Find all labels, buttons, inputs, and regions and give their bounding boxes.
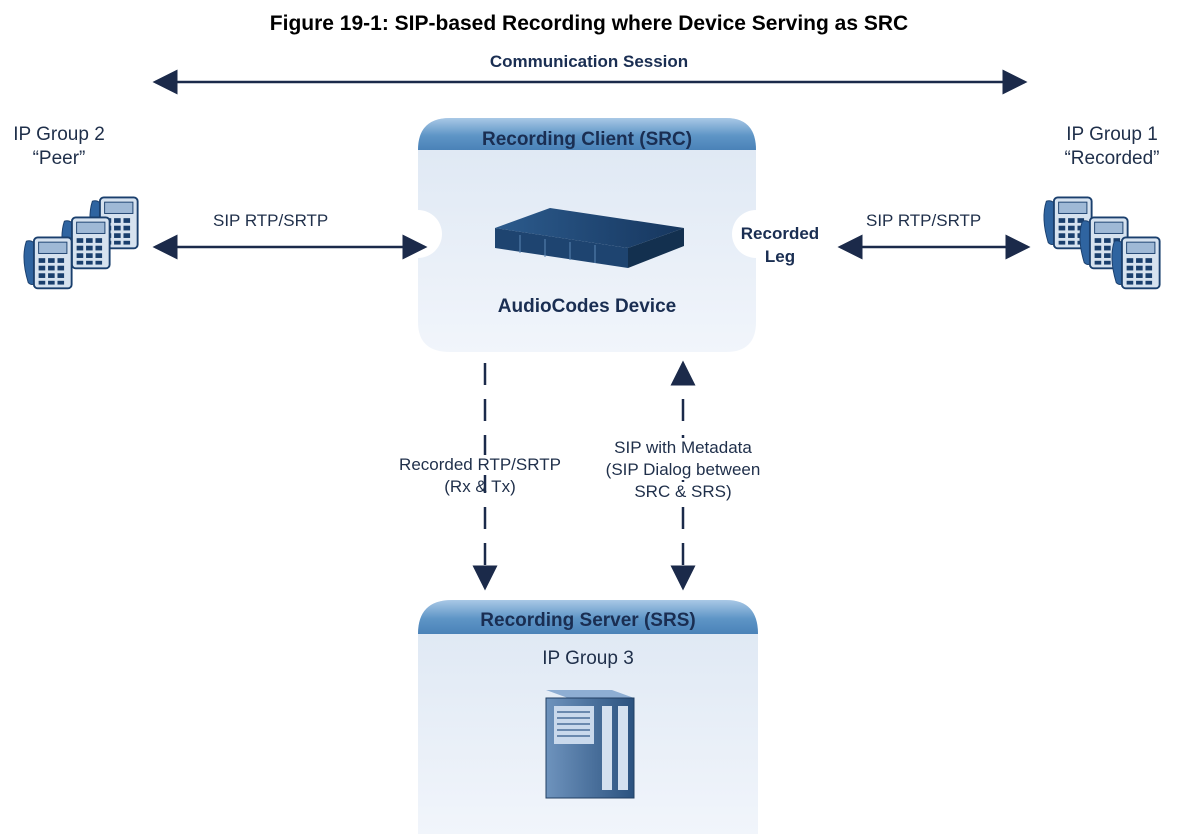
srs-header-band	[418, 600, 758, 634]
audiocodes-device-label: AudioCodes Device	[497, 296, 677, 317]
phone-stack-icon-right	[1042, 196, 1161, 290]
media-stream-label-line1: Recorded RTP/SRTP	[330, 455, 630, 475]
ip-group-2-name: IP Group 2	[13, 124, 105, 145]
src-box-header: Recording Client (SRC)	[481, 129, 693, 150]
recorded-leg-label-line1: Recorded	[740, 224, 820, 243]
ip-group-2-role: “Peer”	[32, 148, 86, 169]
server-icon	[545, 690, 635, 799]
right-link-label: SIP RTP/SRTP	[866, 211, 982, 230]
signaling-label-line2: (SIP Dialog between	[565, 460, 801, 480]
ip-group-3-label: IP Group 3	[542, 648, 634, 669]
figure-title: Figure 19-1: SIP-based Recording where D…	[269, 12, 909, 35]
audiocodes-device-icon	[495, 208, 684, 268]
recorded-leg-label-line2: Leg	[764, 247, 796, 266]
media-stream-label-line2: (Rx & Tx)	[444, 477, 516, 496]
phone-stack-icon-left	[22, 196, 139, 290]
src-header-band	[418, 118, 756, 150]
left-link-label: SIP RTP/SRTP	[213, 211, 329, 230]
signaling-label-line1: SIP with Metadata	[565, 438, 801, 458]
ip-group-1-name: IP Group 1	[1066, 124, 1158, 145]
signaling-label-line3: SRC & SRS)	[565, 482, 801, 502]
srs-box-header: Recording Server (SRS)	[480, 610, 696, 631]
ip-group-1-role: “Recorded”	[1064, 148, 1160, 169]
communication-session-label: Communication Session	[489, 52, 689, 71]
